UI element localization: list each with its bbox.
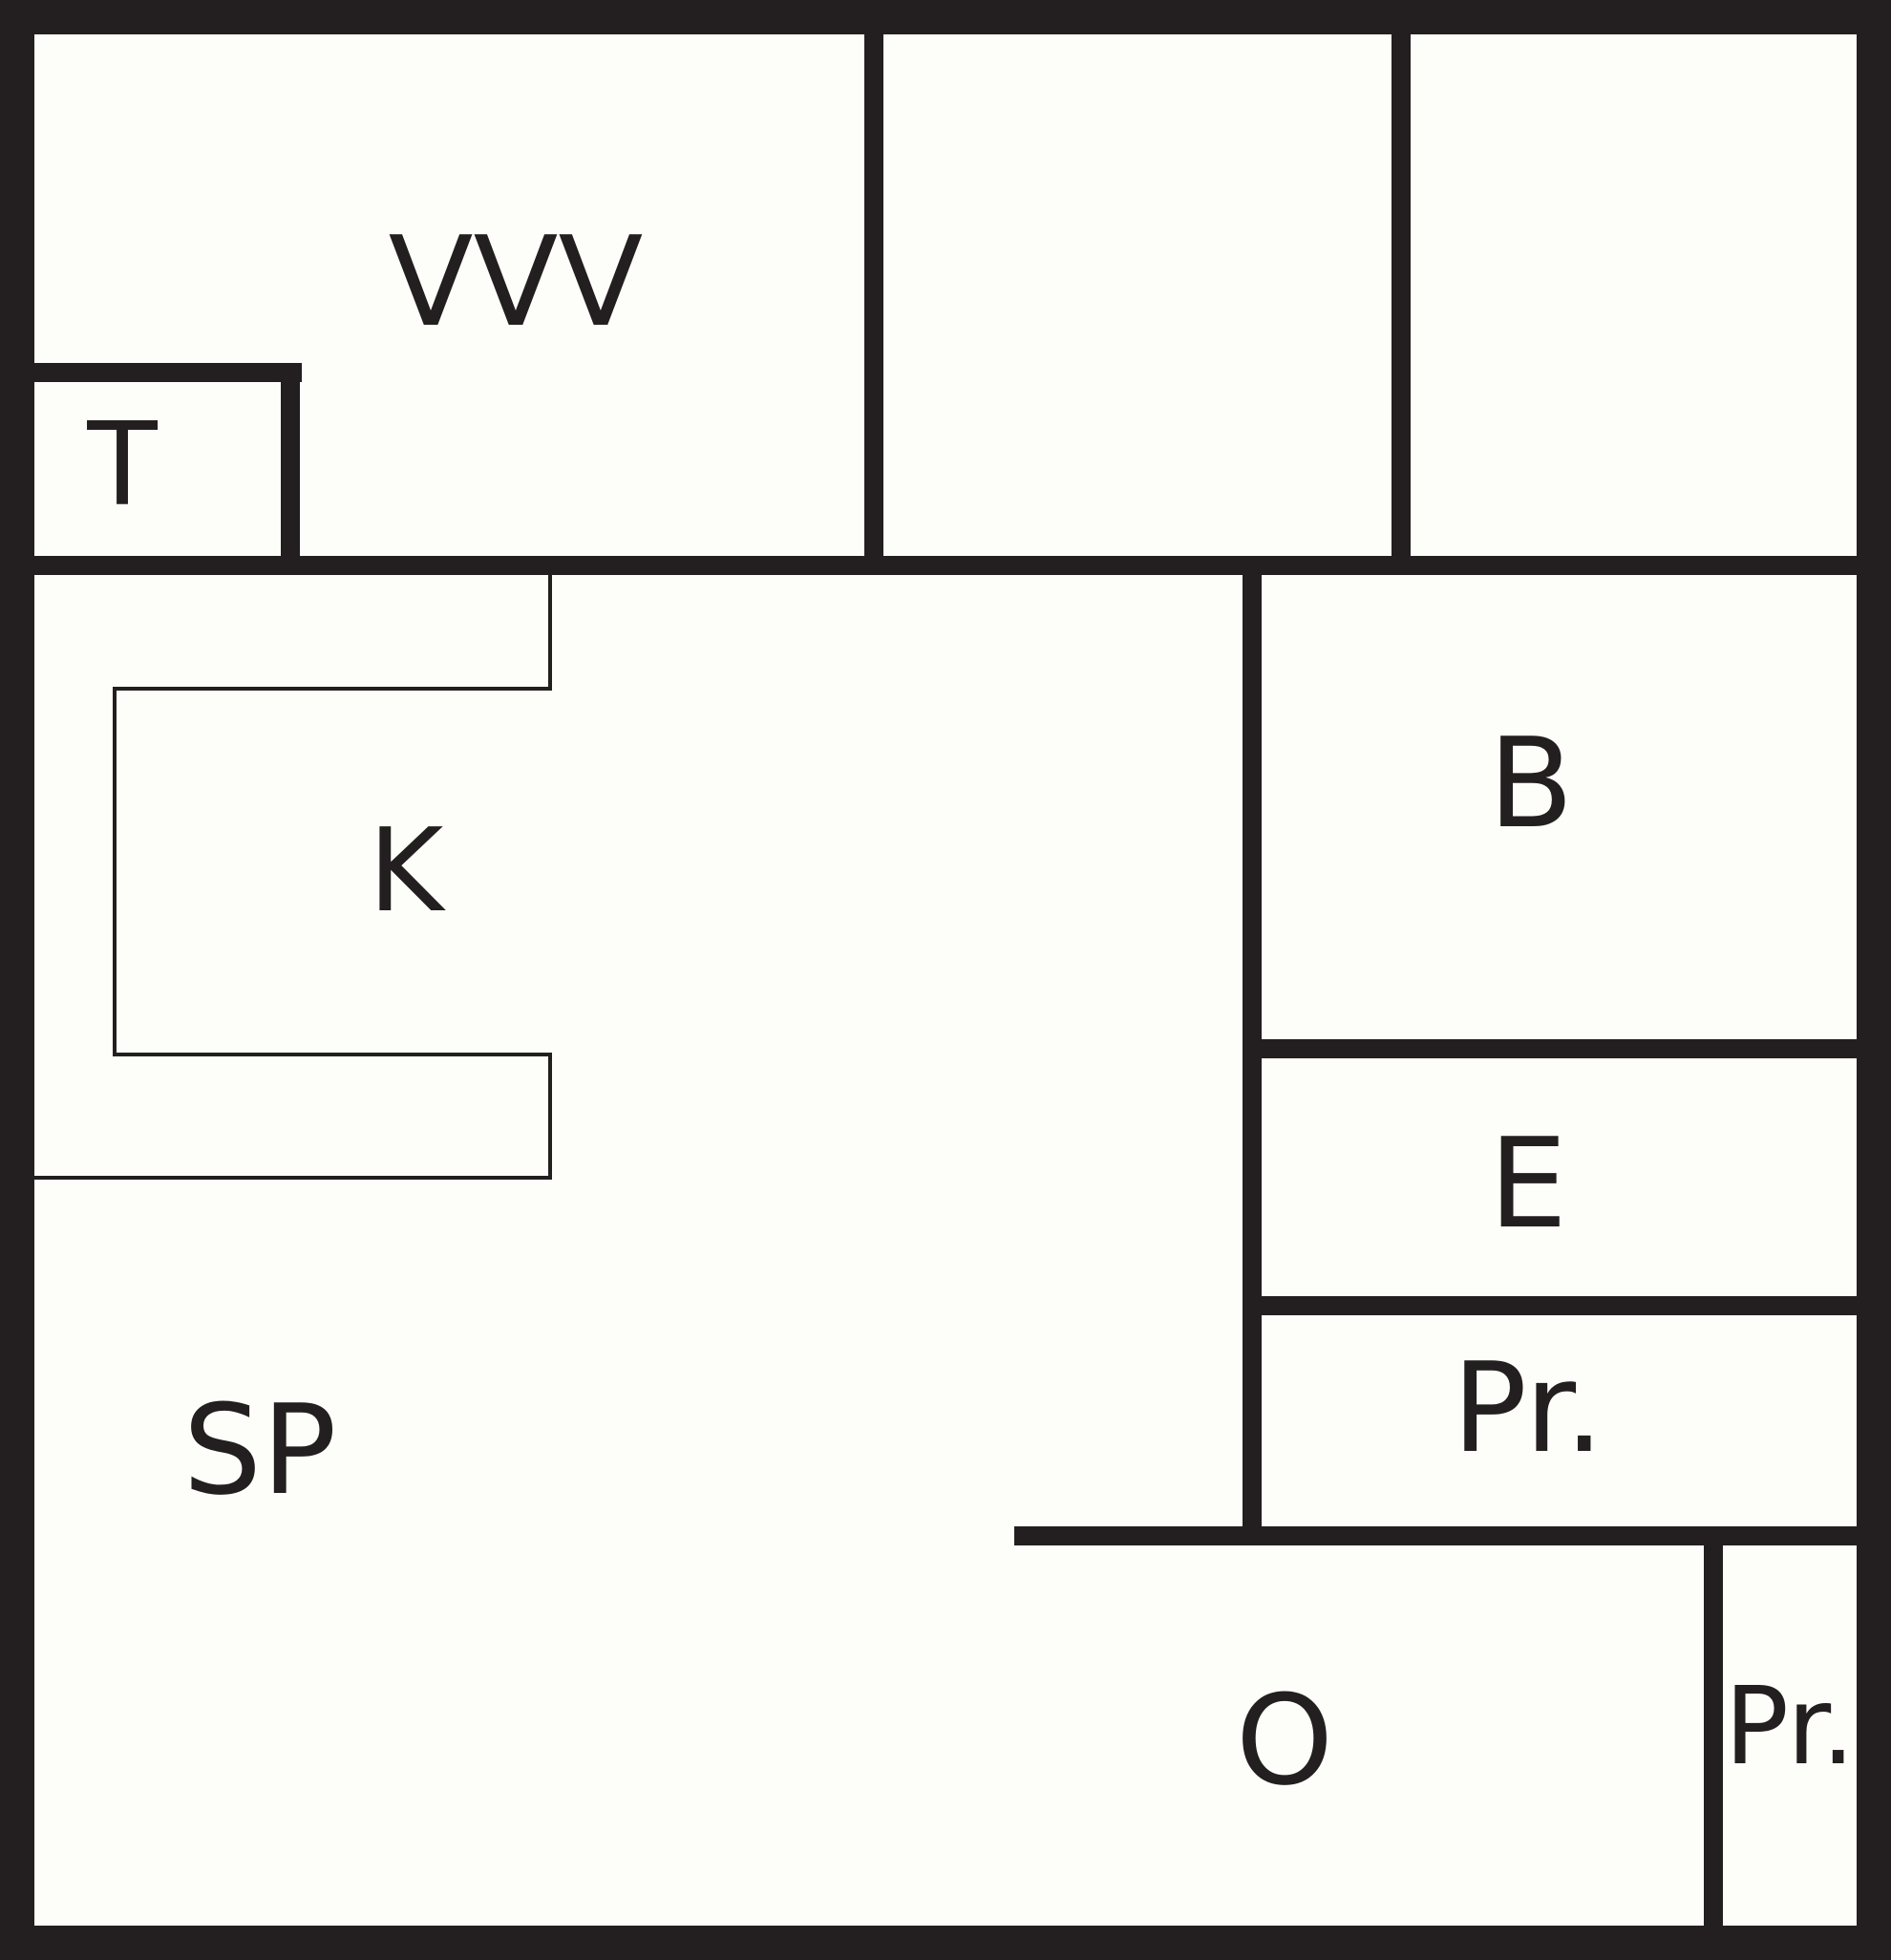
room-label-e: E <box>1488 1111 1568 1256</box>
wall-horizontal-e-pr <box>1262 1296 1857 1315</box>
wall-closet-t-top <box>34 363 302 382</box>
outer-wall-bottom <box>0 1926 1891 1960</box>
room-label-pr-upper: Pr. <box>1452 1335 1604 1481</box>
wall-horizontal-b-e <box>1262 1039 1857 1058</box>
room-label-sp: SP <box>182 1377 337 1523</box>
room-label-k: K <box>368 805 444 938</box>
wall-vertical-o-pr <box>1704 1545 1723 1926</box>
outer-wall-top <box>0 0 1891 34</box>
room-label-pr-lower: Pr. <box>1724 1665 1856 1789</box>
room-label-vvv: VVV <box>388 209 644 354</box>
wall-vertical-top-2 <box>1392 34 1411 556</box>
room-label-t: T <box>87 399 158 532</box>
wall-vertical-right-column <box>1243 575 1262 1530</box>
wall-horizontal-lower <box>1014 1526 1857 1545</box>
wall-horizontal-top-band <box>34 556 1857 575</box>
kitchen-counter-line <box>34 575 552 1180</box>
room-label-o: O <box>1235 1668 1334 1813</box>
outer-wall-left <box>0 0 34 1960</box>
outer-wall-right <box>1857 0 1891 1960</box>
wall-closet-t-side <box>281 363 300 575</box>
wall-vertical-top-1 <box>864 34 883 556</box>
room-label-b: B <box>1488 711 1574 856</box>
